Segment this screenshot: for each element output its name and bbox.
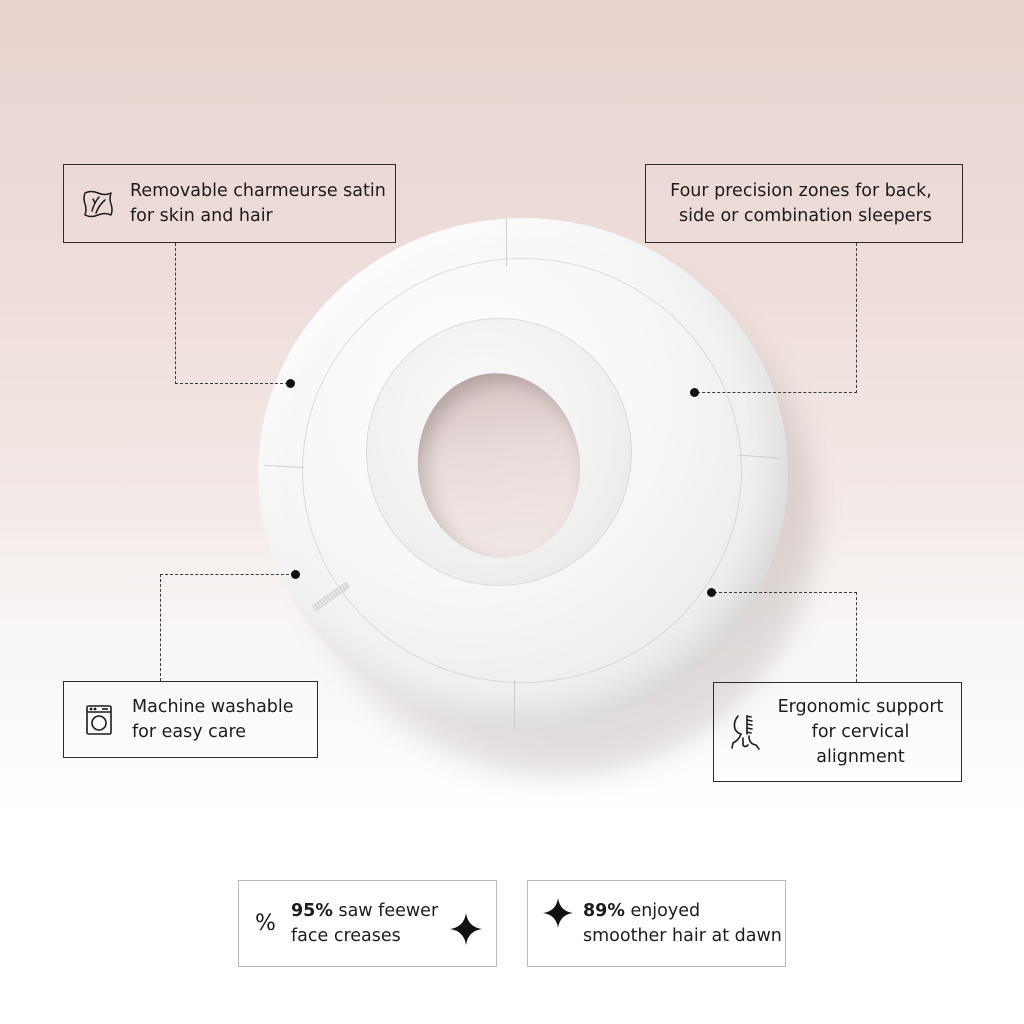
sparkle-icon: [450, 912, 483, 953]
pillow-seam: [264, 464, 304, 469]
leader-line-satin-vertical: [175, 243, 176, 384]
stat-value: 89%: [583, 900, 625, 921]
leader-line-ergo-vertical: [856, 592, 857, 682]
marker-dot-ergo: [707, 588, 716, 597]
feature-callout-wash: Machine washable for easy care: [63, 681, 318, 758]
leader-line-satin-horizontal: [175, 383, 288, 384]
feature-text-wash: Machine washable for easy care: [132, 696, 294, 742]
feature-text-ergo: Ergonomic support for cervical alignment: [777, 696, 944, 767]
washing-machine-icon: [84, 704, 114, 736]
percent-icon: %: [255, 911, 276, 936]
pillow-seam-ring: [302, 258, 742, 683]
marker-dot-wash: [291, 570, 300, 579]
feature-callout-zones: Four precision zones for back, side or c…: [645, 164, 963, 243]
feature-text-zones: Four precision zones for back, side or c…: [670, 180, 932, 226]
donut-pillow-image: [258, 218, 818, 778]
pillow-seam: [506, 218, 507, 266]
leader-line-ergo-horizontal: [714, 592, 857, 593]
stat-text-creases: 95% saw feewer face creases: [291, 900, 439, 946]
stat-box-smoother-hair: 89% enjoyed smoother hair at dawn: [527, 880, 786, 967]
cervical-spine-icon: [728, 712, 764, 752]
pillow-outer-ring: [258, 218, 788, 728]
leader-line-wash-horizontal: [160, 574, 294, 575]
pillow-seam: [738, 454, 778, 459]
sparkle-icon: [543, 897, 573, 936]
stat-value: 95%: [291, 900, 333, 921]
leader-line-zones-vertical: [856, 243, 857, 393]
stat-text-hair: 89% enjoyed smoother hair at dawn: [583, 900, 782, 946]
marker-dot-zones: [690, 388, 699, 397]
leader-line-zones-horizontal: [697, 392, 857, 393]
feature-callout-satin: Removable charmeurse satin for skin and …: [63, 164, 396, 243]
feature-callout-ergo: Ergonomic support for cervical alignment: [713, 682, 962, 782]
fabric-icon: [80, 189, 116, 219]
leader-line-wash-vertical: [160, 574, 161, 681]
feature-text-satin: Removable charmeurse satin for skin and …: [130, 180, 386, 226]
stat-box-face-creases: % 95% saw feewer face creases: [238, 880, 497, 967]
pillow-seam: [514, 680, 515, 728]
marker-dot-satin: [286, 379, 295, 388]
